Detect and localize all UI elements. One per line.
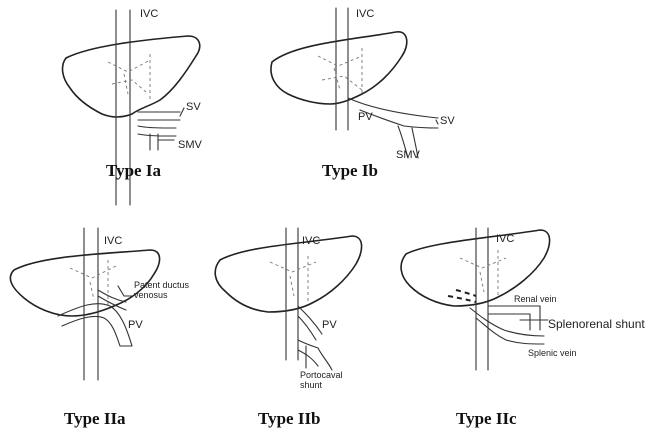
panel-type-ia: IVC SV SMV Type Ia xyxy=(63,8,203,205)
label-smv: SMV xyxy=(178,139,203,151)
hepatic-vessels xyxy=(108,54,150,100)
label-renal-vein: Renal vein xyxy=(514,294,557,304)
caption-type-iia: Type IIa xyxy=(64,409,126,428)
label-splenic-vein: Splenic vein xyxy=(528,348,577,358)
panel-type-iib: IVC PV Portocaval shunt Type IIb xyxy=(215,228,361,428)
sm-vein xyxy=(138,126,176,150)
splenic-vein xyxy=(138,112,180,120)
label-pv: PV xyxy=(128,319,143,331)
label-shunt-line1: Portocaval xyxy=(300,370,343,380)
absent-portal-segment xyxy=(448,290,476,302)
hepatic-vessels xyxy=(460,250,506,298)
renal-vein xyxy=(488,306,540,314)
label-ductus-line2: venosus xyxy=(134,290,168,300)
label-ductus-line1: Patent ductus xyxy=(134,280,190,290)
portocaval-shunt xyxy=(298,340,332,370)
sv-leader xyxy=(436,120,438,124)
ductus-leader xyxy=(118,286,132,296)
label-shunt-line2: shunt xyxy=(300,380,323,390)
label-smv: SMV xyxy=(396,149,421,161)
label-sv: SV xyxy=(440,115,455,127)
panel-type-iia: IVC Patent ductus venosus PV Type IIa xyxy=(10,228,189,428)
label-ivc: IVC xyxy=(104,235,122,247)
label-ivc: IVC xyxy=(496,233,514,245)
hepatic-vessels xyxy=(70,260,116,306)
liver-outline xyxy=(271,32,407,104)
splenic-vein xyxy=(470,308,544,344)
label-sv: SV xyxy=(186,101,201,113)
portal-vein xyxy=(58,304,132,346)
caption-type-iib: Type IIb xyxy=(258,409,321,428)
caption-type-ib: Type Ib xyxy=(322,161,378,180)
label-ivc: IVC xyxy=(356,8,374,20)
label-pv: PV xyxy=(322,319,337,331)
caption-type-iic: Type IIc xyxy=(456,409,517,428)
label-ivc: IVC xyxy=(302,235,320,247)
panel-type-ib: IVC PV SV SMV Type Ib xyxy=(271,8,455,180)
liver-outline xyxy=(215,236,361,312)
portal-vein xyxy=(298,306,322,340)
label-pv: PV xyxy=(358,111,373,123)
liver-outline xyxy=(63,36,200,117)
hepatic-vessels xyxy=(270,256,316,302)
sv-leader xyxy=(180,108,184,116)
splenorenal-shunt xyxy=(520,306,548,330)
label-ivc: IVC xyxy=(140,8,158,20)
label-splenorenal-shunt: Splenorenal shunt xyxy=(548,317,645,331)
hepatic-vessels xyxy=(318,48,362,96)
caption-type-ia: Type Ia xyxy=(106,161,161,180)
panel-type-iic: IVC Renal vein Splenorenal shunt Splenic… xyxy=(401,228,645,428)
